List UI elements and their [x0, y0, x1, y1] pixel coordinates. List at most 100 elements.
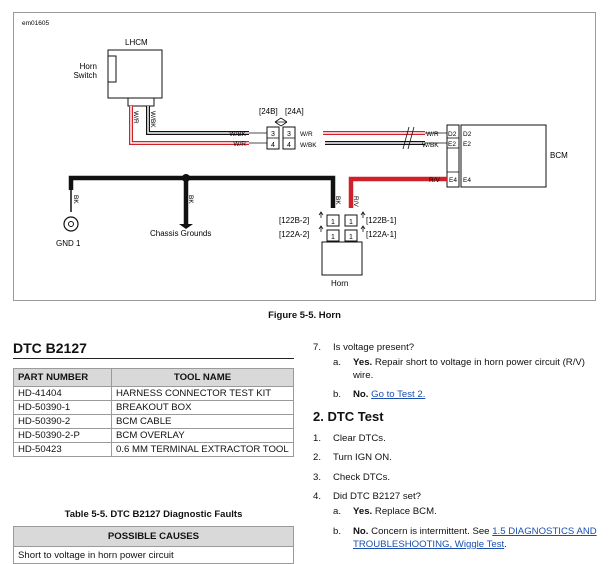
diagram-code: em01605	[22, 20, 49, 27]
step-2-number: 2.	[313, 452, 322, 463]
wire-label-bk-gnd1: BK	[72, 195, 79, 204]
go-to-test-2-link[interactable]: Go to Test 2.	[371, 389, 426, 400]
pin-bcm-inner-e2: E2	[463, 141, 471, 148]
step-4b-body: No. Concern is intermittent. See 1.5 DIA…	[353, 525, 597, 551]
heading-divider	[13, 358, 294, 359]
step-7b-no: No.	[353, 389, 369, 400]
step-7a-yes: Yes.	[353, 357, 373, 368]
step-3-number: 3.	[313, 472, 322, 483]
horn-body	[321, 241, 363, 276]
table-row: HD-41404 HARNESS CONNECTOR TEST KIT	[13, 386, 294, 401]
wiring-diagram-frame	[13, 12, 596, 301]
step-7b-letter: b.	[333, 389, 342, 400]
step-7a-letter: a.	[333, 357, 342, 368]
pin-24a-3: 3	[287, 131, 291, 138]
step-4-text: Did DTC B2127 set?	[333, 491, 421, 502]
tools-table-header: PART NUMBER TOOL NAME	[13, 368, 294, 387]
wire-label-bk-horn: BK	[334, 196, 341, 205]
wire-label-wr-left: W/R	[233, 141, 246, 148]
figure-caption: Figure 5-5. Horn	[268, 310, 341, 321]
connector-122b2	[326, 214, 340, 227]
tools-table: PART NUMBER TOOL NAME HD-41404 HARNESS C…	[13, 368, 294, 457]
horn-wiring-diagram: em01605 LHCM Horn Switch W/R W/BK W/BK W…	[22, 20, 568, 288]
wiggle-test-link[interactable]: 1.5 DIAGNOSTICS AND TROUBLESHOOTING, Wig…	[353, 526, 597, 550]
lhcm-connector	[127, 97, 155, 107]
step-1-number: 1.	[313, 433, 322, 444]
tool-name-cell: 0.6 MM TERMINAL EXTRACTOR TOOL	[111, 442, 294, 457]
tool-name-cell: BREAKOUT BOX	[111, 400, 294, 415]
step-4a-text: Replace BCM.	[374, 506, 437, 517]
wire-label-rv-horn: R/V	[352, 196, 359, 208]
step-4b-letter: b.	[333, 526, 342, 537]
table-row: Short to voltage in horn power circuit	[13, 546, 294, 564]
step-7-number: 7.	[313, 342, 322, 353]
step-4b-end: .	[504, 539, 507, 550]
ground-bus-wire	[68, 175, 336, 208]
possible-causes-header: POSSIBLE CAUSES	[13, 526, 294, 547]
part-number-cell: HD-41404	[13, 386, 112, 401]
horn-switch-label-line2: Switch	[73, 71, 97, 80]
wire-label-wbk-right: W/BK	[300, 142, 317, 149]
connector-24b-label: [24B]	[259, 107, 278, 116]
pin-bcm-inner-e4: E4	[463, 177, 471, 184]
part-number-cell: HD-50390-2	[13, 414, 112, 429]
test-2-heading: 2. DTC Test	[313, 409, 384, 424]
connector-122b1	[344, 214, 358, 227]
wire-label-wr-lhcm: W/R	[132, 111, 139, 124]
tool-name-cell: HARNESS CONNECTOR TEST KIT	[111, 386, 294, 401]
step-2-text: Turn IGN ON.	[333, 452, 392, 463]
pin-122a2-1: 1	[331, 234, 335, 241]
step-7b-body: No. Go to Test 2.	[353, 388, 425, 401]
lhcm-label: LHCM	[125, 38, 148, 47]
chassis-ground-symbol	[179, 224, 193, 229]
bcm-connector	[446, 124, 460, 188]
pin-24a-4: 4	[287, 142, 291, 149]
pin-bcm-e4: E4	[449, 177, 457, 184]
lhcm-horn-switch	[107, 55, 117, 83]
wire-wbk-lhcm	[146, 106, 249, 135]
connector-arrows	[274, 117, 288, 127]
wire-label-wbk-left: W/BK	[229, 131, 246, 138]
step-1-text: Clear DTCs.	[333, 433, 386, 444]
cause-cell: Short to voltage in horn power circuit	[13, 546, 294, 564]
tool-name-cell: BCM OVERLAY	[111, 428, 294, 443]
connector-122b2-label: [122B-2]	[279, 216, 309, 225]
header-tool-name: TOOL NAME	[111, 368, 294, 387]
horn-label: Horn	[331, 279, 348, 288]
gnd1-ring-hole	[68, 221, 74, 227]
wire-label-wr-right: W/R	[300, 131, 313, 138]
step-4b-text: Concern is intermittent. See	[371, 526, 490, 537]
step-7-text: Is voltage present?	[333, 342, 415, 353]
wire-label-wbk-bcm: W/BK	[422, 142, 439, 149]
bcm-label: BCM	[550, 151, 568, 160]
wire-wr-lhcm	[129, 106, 249, 145]
table-row: HD-50390-2 BCM CABLE	[13, 414, 294, 429]
pin-122b2-1: 1	[331, 219, 335, 226]
wire-label-wr-bcm: W/R	[426, 131, 439, 138]
tool-name-cell: BCM CABLE	[111, 414, 294, 429]
possible-causes-table: POSSIBLE CAUSES Short to voltage in horn…	[13, 526, 294, 564]
step-4a-yes: Yes.	[353, 506, 373, 517]
step-7a-text: Repair short to voltage in horn power ci…	[353, 357, 585, 381]
table-row: HD-50390-2-P BCM OVERLAY	[13, 428, 294, 443]
wire-rv	[348, 176, 447, 208]
horn-right-arrows	[360, 211, 366, 232]
connector-122a2-label: [122A-2]	[279, 230, 309, 239]
wire-label-wbk-lhcm: W/BK	[149, 111, 156, 128]
chassis-grounds-label: Chassis Grounds	[150, 229, 211, 238]
dtc-heading: DTC B2127	[13, 340, 87, 356]
pin-24b-3: 3	[271, 131, 275, 138]
table-row: HD-50423 0.6 MM TERMINAL EXTRACTOR TOOL	[13, 442, 294, 457]
pin-bcm-e2: E2	[448, 141, 456, 148]
step-4-number: 4.	[313, 491, 322, 502]
connector-24a-label: [24A]	[285, 107, 304, 116]
step-7a-body: Yes. Repair short to voltage in horn pow…	[353, 356, 597, 382]
pin-24b-4: 4	[271, 142, 275, 149]
pin-bcm-d2: D2	[448, 131, 457, 138]
step-4b-no: No.	[353, 526, 369, 537]
connector-122b1-label: [122B-1]	[366, 216, 396, 225]
step-4a-body: Yes. Replace BCM.	[353, 505, 437, 518]
part-number-cell: HD-50423	[13, 442, 112, 457]
connector-122a1-label: [122A-1]	[366, 230, 396, 239]
connector-122a2	[326, 229, 340, 242]
